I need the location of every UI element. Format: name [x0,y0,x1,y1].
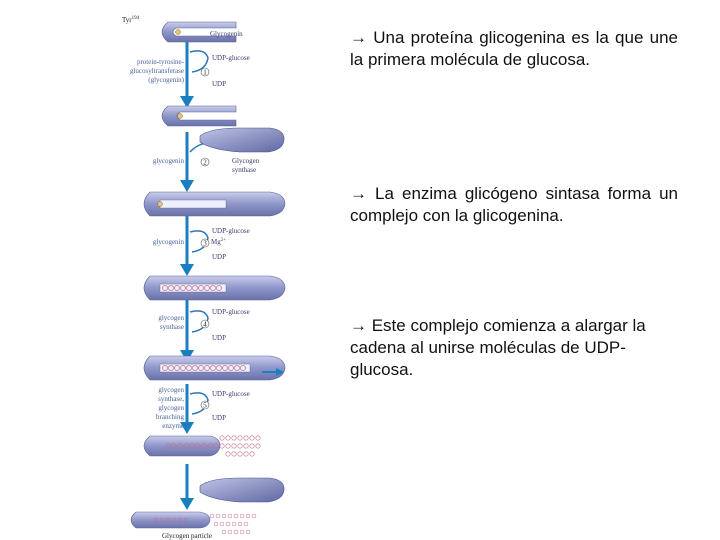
step-markers: 1 2 3 4 5 [200,67,210,410]
label-mg: Mg2+ [211,238,226,246]
label-gbe-line2: synthase, [158,395,184,403]
label-gbe-line4: branching [156,413,184,421]
label-enzyme1-line2: glucosyltransferase [130,67,184,75]
label-gs4-line2: synthase [160,323,184,331]
label-udp-glucose-1: UDP-glucose [212,54,250,62]
flow-arrowheads [180,96,194,510]
step-3: 3 [203,240,207,248]
label-gs4-line1: glycogen [158,314,184,322]
glycogenin-stage-5 [143,435,285,503]
explanation-glycogen-synthase: → La enzima glicógeno sintasa forma un c… [350,184,678,225]
label-enzyme1-line1: protein-tyrosine- [137,58,185,66]
label-gbe-line1: glycogen [158,386,184,394]
step-4: 4 [203,321,207,329]
label-glycogen-particle: Glycogen particle [162,532,212,540]
glycogen-synthesis-diagram: 1 2 3 4 5 Tyr194 Glycogenin protein-tyro… [122,16,286,540]
step-2: 2 [203,159,207,167]
label-udp-2: UDP [212,253,226,261]
label-udp-4: UDP [212,414,226,422]
label-udp-glucose-2: UDP-glucose [212,227,250,235]
label-glycogenin-top: Glycogenin [210,30,243,38]
glycogen-particle [130,511,257,535]
label-udp-glucose-3: UDP-glucose [212,308,250,316]
label-gbe-line5: enzyme [162,422,184,430]
label-udp-glucose-4: UDP-glucose [212,390,250,398]
glycogenin-stage-2 [143,191,286,217]
label-glycogen-synthase-2: synthase [232,166,256,174]
glycogenin-stage-1 [161,105,285,153]
label-tyr: Tyr194 [122,16,140,24]
label-glycogenin-step2: glycogenin [153,157,185,165]
label-gbe-line3: glycogen [158,404,184,412]
label-udp-3: UDP [212,334,226,342]
step-5: 5 [203,402,207,410]
glycogenin-stage-3 [143,275,286,301]
explanation-glycogenin: → Una proteína glicogenina es la que une… [350,28,678,69]
label-udp-1: UDP [212,80,226,88]
label-glycogen-synthase-1: Glycogen [232,157,260,165]
label-enzyme1-line3: (glycogenin) [148,76,184,84]
label-glycogenin-step3: glycogenin [153,238,185,246]
glycogenin-stage-0 [161,21,237,43]
step-1: 1 [203,69,207,77]
glycogenin-stage-4 [143,355,286,381]
explanation-chain-elongation: → Este complejo comienza a alargar la ca… [350,316,646,379]
